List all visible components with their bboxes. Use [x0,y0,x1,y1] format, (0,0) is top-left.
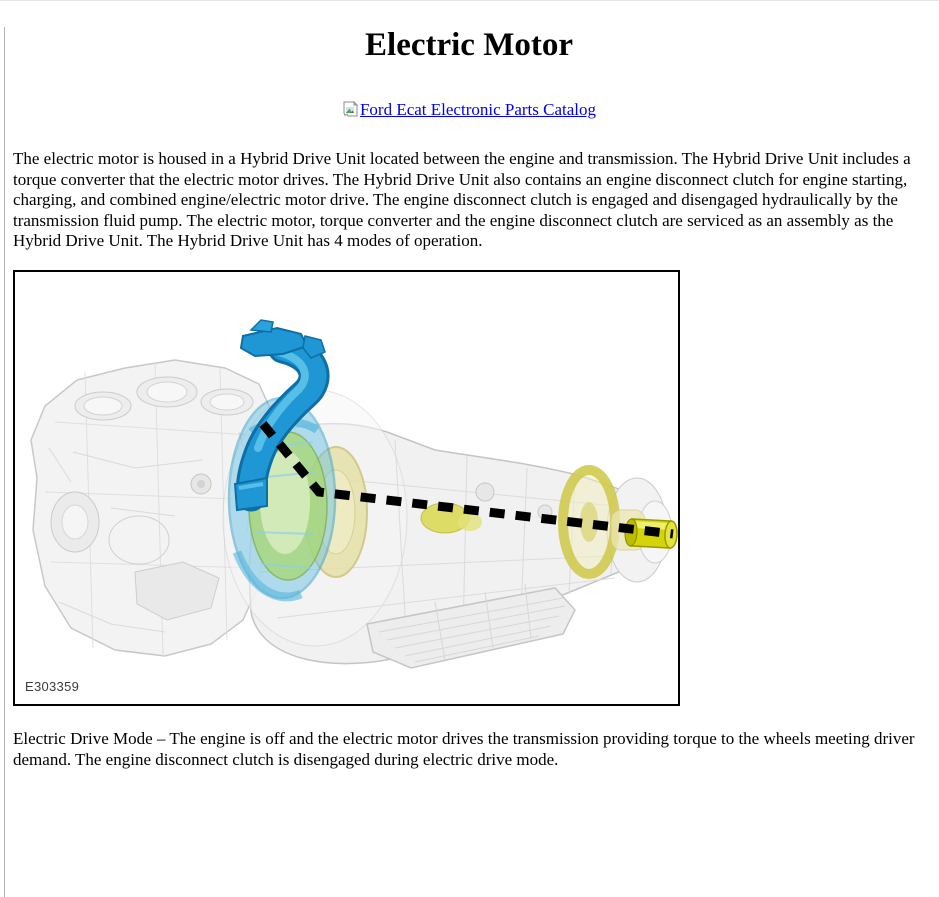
motor-inlet-duct-blue [233,318,330,511]
power-path-dashed-line [259,420,674,538]
intro-paragraph: The electric motor is housed in a Hybrid… [13,149,911,250]
page-title: Electric Motor [365,27,573,63]
ecat-catalog-link[interactable]: Ford Ecat Electronic Parts Catalog [359,100,597,119]
output-gear-yellow [558,464,646,579]
figure-id-label: E303359 [25,678,80,694]
service-manual-page: Electric Motor Ford Ecat Electronic Part… [4,27,939,897]
hybrid-drive-unit-figure: E303359 [13,269,680,706]
electric-drive-mode-caption: Electric Drive Mode – The engine is off … [13,728,915,769]
hybrid-drive-unit-illustration [30,318,678,669]
engine-block-ghost [30,358,272,657]
catalog-link-row: Ford Ecat Electronic Parts Catalog [13,100,925,123]
broken-image-icon [342,100,359,123]
